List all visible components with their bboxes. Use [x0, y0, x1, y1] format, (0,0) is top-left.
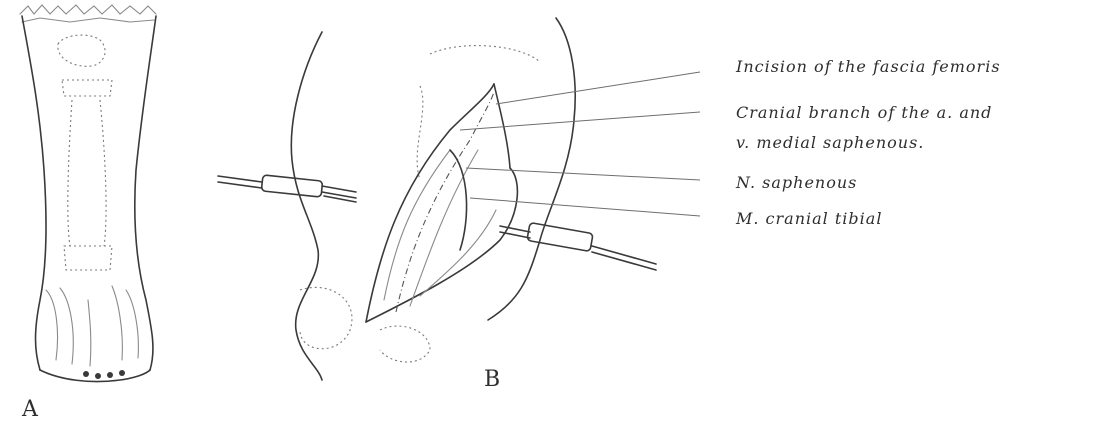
- leader-saphenous: [466, 168, 700, 180]
- callout-saphenous-nerve: N. saphenous: [735, 173, 857, 192]
- callout-cranial-tibial-muscle: M. cranial tibial: [735, 209, 882, 228]
- callout-fascia-incision: Incision of the fascia femoris: [735, 57, 1001, 76]
- callout-cranial-branch-line1: Cranial branch of the a. and: [736, 103, 992, 122]
- panel-b-surgery-drawing: [218, 18, 656, 380]
- panel-a-label: A: [21, 397, 39, 421]
- leader-cranial-branch: [460, 112, 700, 130]
- panel-a-limb-drawing: [20, 5, 156, 382]
- leader-tibial: [470, 198, 700, 216]
- panel-b-label: B: [484, 367, 500, 392]
- callout-labels: Incision of the fascia femoris Cranial b…: [735, 57, 1001, 228]
- callout-cranial-branch-line2: v. medial saphenous.: [736, 133, 924, 152]
- leader-fascia: [496, 72, 700, 104]
